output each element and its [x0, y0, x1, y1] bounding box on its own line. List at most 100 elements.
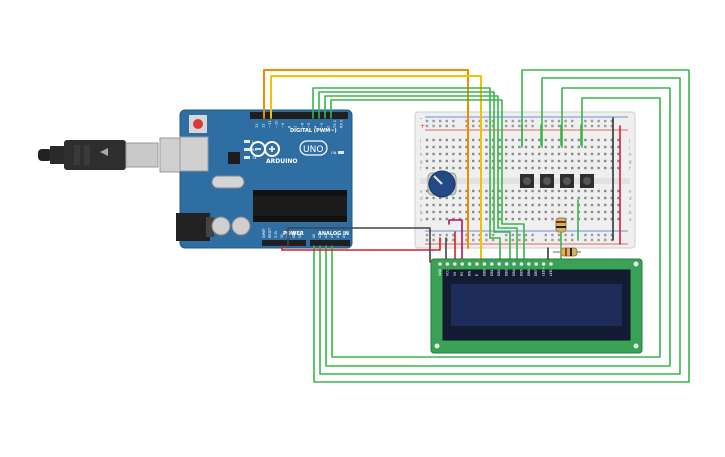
led-on-label: ON — [331, 151, 337, 155]
lcd-pin-label: GND — [438, 268, 442, 276]
resistor-icon[interactable] — [555, 217, 567, 233]
lcd-pin[interactable] — [460, 262, 465, 266]
led-tx-label: TX — [251, 156, 257, 160]
wire-green-d3 — [324, 95, 518, 263]
wire-yellow — [270, 75, 482, 263]
arduino-uno-board[interactable] — [176, 109, 353, 249]
lcd-pin-label: RW — [468, 270, 472, 276]
digital-pin-label: RX 0 — [340, 119, 344, 128]
power-pin-label: RESET — [268, 228, 272, 238]
led-rx-label: RX — [252, 148, 257, 152]
lcd-pin-label: DB2 — [497, 269, 501, 276]
digital-pin-label: TX 1 — [333, 120, 337, 129]
digital-header[interactable] — [250, 112, 348, 119]
digital-pin-label: 12 — [262, 123, 266, 128]
power-pin-label: GND — [292, 230, 296, 238]
lcd-pin-label: VCC — [445, 269, 449, 276]
reset-button-icon[interactable] — [189, 115, 207, 133]
row-letter: c — [629, 203, 631, 208]
potentiometer-icon[interactable] — [427, 170, 457, 198]
power-label: POWER — [283, 231, 304, 237]
lcd-pin-label: DB5 — [519, 269, 523, 276]
analog-pin-label: A2 — [324, 234, 328, 238]
crystal — [211, 175, 245, 189]
digital-pin-label: ~3 — [320, 123, 324, 128]
pushbutton-icon[interactable] — [580, 174, 594, 188]
lcd-pin[interactable] — [475, 262, 479, 266]
lcd-pin[interactable] — [490, 262, 494, 266]
lcd-pin[interactable] — [549, 262, 553, 266]
row-letter: e — [629, 189, 632, 194]
pushbuttons[interactable] — [520, 174, 594, 188]
lcd-pin-label: LED- — [549, 269, 553, 276]
wire-orange — [263, 69, 469, 249]
row-letter: i — [420, 145, 421, 150]
digital-pin-label: ~11 — [268, 120, 272, 128]
lcd-pin[interactable] — [467, 262, 472, 266]
lcd-pin[interactable] — [519, 262, 524, 266]
lcd-pin[interactable] — [482, 262, 487, 266]
lcd-pin-label: DB3 — [505, 269, 509, 276]
capacitor — [231, 216, 251, 236]
row-letter: b — [629, 210, 632, 215]
row-letter: d — [420, 196, 423, 201]
analog-pin-label: A4 — [336, 234, 340, 238]
breadboard-holes[interactable] — [425, 119, 620, 242]
pushbutton-icon[interactable] — [520, 174, 534, 188]
row-letter: f — [420, 166, 422, 171]
wire-green-d2 — [330, 99, 525, 263]
analog-pin-label: A1 — [318, 234, 322, 238]
power-header[interactable] — [262, 240, 306, 246]
digital-pin-label: ~6 — [301, 122, 305, 128]
lcd-pin[interactable] — [438, 262, 442, 266]
lcd-pin[interactable] — [512, 262, 516, 266]
resistor-icon[interactable] — [553, 247, 581, 257]
atmega-chip — [253, 196, 347, 216]
lcd-pin[interactable] — [527, 262, 531, 266]
lcd-pin-label: DB6 — [527, 269, 531, 276]
row-letter: h — [629, 152, 632, 157]
wire-green-d4 — [318, 91, 511, 263]
rail-minus-label: - — [420, 115, 422, 122]
usb-chip — [228, 152, 240, 164]
lcd-pin[interactable] — [541, 262, 546, 266]
lcd-pin-label: V0 — [453, 272, 457, 276]
lcd-pin-label: RS — [460, 272, 464, 276]
row-letter: c — [420, 203, 422, 208]
row-letter: f — [629, 166, 631, 171]
lcd-pin[interactable] — [445, 262, 450, 266]
lcd-pin-label: LED+ — [542, 267, 546, 276]
pushbutton-icon[interactable] — [560, 174, 574, 188]
lcd-pin-label: DB7 — [534, 269, 538, 276]
wire-green-d5 — [312, 87, 501, 263]
digital-label: DIGITAL (PWM~) — [290, 128, 337, 134]
led-l-label: L — [252, 140, 254, 144]
wire-magenta — [448, 219, 463, 263]
lcd-pin-label: DB0 — [482, 269, 486, 276]
analog-header[interactable] — [310, 240, 350, 246]
lcd-pin[interactable] — [534, 262, 538, 266]
lcd-pin[interactable] — [504, 262, 509, 266]
row-letter: i — [629, 145, 630, 150]
wire-green-btn3 — [325, 87, 671, 367]
power-pin-label: Vin — [298, 233, 302, 238]
lcd-pin-label: E — [475, 274, 479, 276]
digital-pin-label: 8 — [288, 125, 292, 128]
digital-pin-label: 7 — [294, 126, 298, 128]
row-letter: d — [629, 196, 632, 201]
digital-pin-label: 13 — [255, 123, 259, 128]
row-letter: a — [629, 217, 632, 222]
row-letter: g — [420, 159, 423, 164]
lcd-pin[interactable] — [497, 262, 502, 266]
digital-pin-label: ~5 — [307, 123, 311, 128]
pushbutton-icon[interactable] — [540, 174, 554, 188]
lcd-pin[interactable] — [453, 262, 457, 266]
analog-pin-label: A3 — [330, 234, 334, 238]
wires[interactable] — [263, 69, 690, 383]
power-jack-icon — [176, 213, 214, 241]
wire-green-btn4 — [331, 97, 661, 358]
